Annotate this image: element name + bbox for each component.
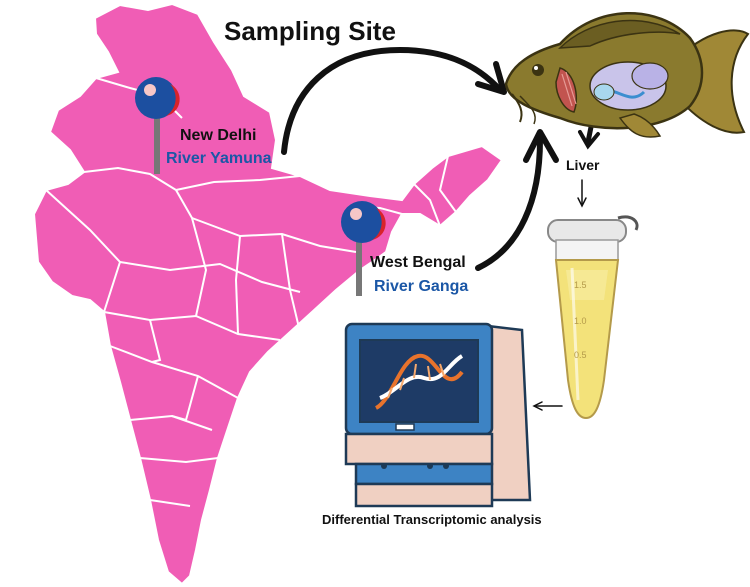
flow-arrows (281, 46, 600, 411)
analysis-caption: Differential Transcriptomic analysis (322, 512, 542, 527)
diagram-title: Sampling Site (224, 16, 396, 46)
sequencer-icon (344, 322, 532, 508)
location-pin-icon (341, 201, 386, 296)
site-city-west-bengal: West Bengal (370, 254, 466, 271)
location-pin-icon (135, 77, 180, 174)
arrow-delhi-to-fish (281, 46, 503, 155)
arrow-bengal-head (523, 129, 559, 163)
arrow-delhi-head (475, 61, 507, 95)
site-river-ganga: River Ganga (374, 278, 469, 295)
tube-tick-1-5: 1.5 (574, 280, 587, 290)
microcentrifuge-tube-icon (547, 215, 639, 420)
india-map (32, 2, 504, 586)
site-river-yamuna: River Yamuna (166, 150, 272, 167)
tube-tick-0-5: 0.5 (574, 350, 587, 360)
state-borders (45, 77, 457, 507)
fish-icon (504, 11, 750, 138)
arrow-bengal-to-fish (475, 137, 543, 271)
site-city-new-delhi: New Delhi (180, 127, 257, 144)
tube-tick-1-0: 1.0 (574, 316, 587, 326)
dna-icon (374, 353, 464, 410)
organ-label-liver: Liver (566, 157, 600, 173)
